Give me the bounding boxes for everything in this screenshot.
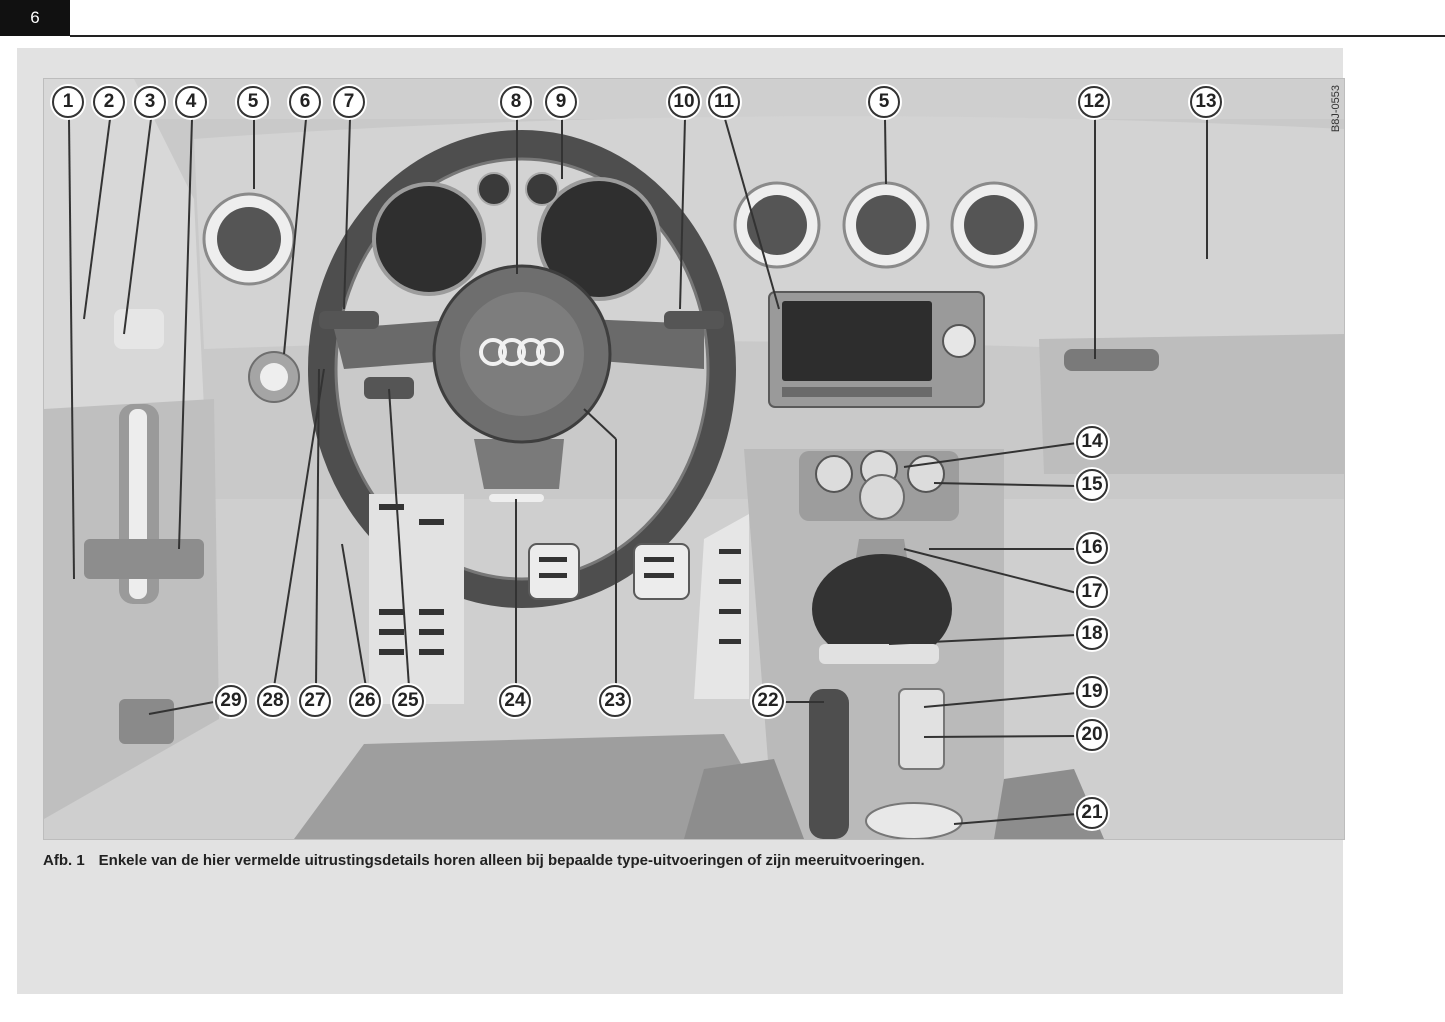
callout-8: 8 — [500, 86, 532, 118]
callout-5-center: 5 — [868, 86, 900, 118]
callout-28: 28 — [257, 685, 289, 717]
callout-23: 23 — [599, 685, 631, 717]
callout-21: 21 — [1076, 797, 1108, 829]
callout-13: 13 — [1190, 86, 1222, 118]
callout-29: 29 — [215, 685, 247, 717]
callout-6: 6 — [289, 86, 321, 118]
callout-19: 19 — [1076, 676, 1108, 708]
cockpit-drawing — [44, 79, 1344, 839]
callout-7: 7 — [333, 86, 365, 118]
callout-16: 16 — [1076, 532, 1108, 564]
figure-label: Afb. 1 — [43, 852, 85, 869]
callout-5: 5 — [237, 86, 269, 118]
page-number: 6 — [30, 8, 40, 27]
callout-10: 10 — [668, 86, 700, 118]
callout-14: 14 — [1076, 426, 1108, 458]
callout-24: 24 — [499, 685, 531, 717]
callout-22: 22 — [752, 685, 784, 717]
figure-caption: Afb. 1 Enkele van de hier vermelde uitrus… — [43, 852, 925, 869]
callout-18: 18 — [1076, 618, 1108, 650]
callout-20: 20 — [1076, 719, 1108, 751]
figure-caption-text: Enkele van de hier vermelde uitrustingsd… — [98, 852, 925, 869]
callout-26: 26 — [349, 685, 381, 717]
callout-25: 25 — [392, 685, 424, 717]
callout-17: 17 — [1076, 576, 1108, 608]
callout-2: 2 — [93, 86, 125, 118]
callout-3: 3 — [134, 86, 166, 118]
callout-15: 15 — [1076, 469, 1108, 501]
header-rule — [70, 35, 1445, 37]
callout-11: 11 — [708, 86, 740, 118]
callout-4: 4 — [175, 86, 207, 118]
callout-27: 27 — [299, 685, 331, 717]
page-number-tab: 6 — [0, 0, 70, 36]
callout-9: 9 — [545, 86, 577, 118]
figure-code: B8J-0553 — [1330, 85, 1342, 133]
callout-12: 12 — [1078, 86, 1110, 118]
dashboard-illustration: B8J-0553 — [43, 78, 1345, 840]
callout-1: 1 — [52, 86, 84, 118]
